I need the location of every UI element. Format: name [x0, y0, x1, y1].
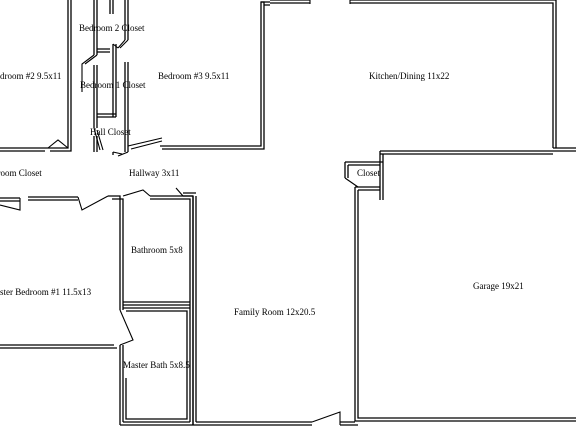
label-bathroom: Bathroom 5x8 [131, 245, 183, 255]
wall [183, 192, 196, 197]
door-swing [0, 198, 21, 211]
wall [0, 197, 20, 202]
wall [192, 196, 197, 425]
wall [28, 196, 78, 201]
wall [354, 187, 576, 422]
door-swing [127, 137, 163, 150]
wall [123, 307, 190, 420]
wall [124, 0, 129, 40]
wall [344, 162, 349, 178]
wall [0, 344, 117, 349]
wall [93, 0, 98, 55]
label-bedroom1-closet: Bedroom 1 Closet [80, 80, 146, 90]
label-master-bath: Master Bath 5x8.5 [123, 360, 190, 370]
wall [553, 147, 576, 152]
wall [109, 0, 114, 14]
wall [379, 151, 384, 200]
wall [0, 147, 48, 152]
door-swing [112, 151, 129, 157]
door-swing [344, 177, 359, 188]
door-swing [112, 39, 129, 49]
label-hallway: Hallway 3x11 [129, 168, 179, 178]
wall [380, 150, 556, 155]
wall [97, 48, 110, 53]
door-swing [93, 127, 104, 151]
label-family-room: Family Room 12x20.5 [234, 307, 316, 317]
label-bedroom2-closet: Bedroom 2 Closet [79, 23, 145, 33]
wall [119, 345, 124, 425]
label-garage: Garage 19x21 [473, 281, 524, 291]
label-kitchen-dining: Kitchen/Dining 11x22 [369, 71, 449, 81]
label-hall-closet: Hall Closet [90, 127, 131, 137]
label-closet: Closet [357, 168, 381, 178]
wall [120, 421, 193, 426]
door-swing [309, 0, 351, 4]
wall [119, 207, 124, 310]
wall [112, 44, 117, 117]
wall [270, 0, 310, 4]
wall [123, 301, 190, 306]
wall [350, 0, 557, 148]
door-swing [119, 309, 134, 346]
wall [340, 421, 358, 426]
wall [355, 186, 380, 191]
door-swing [311, 411, 341, 425]
wall [108, 195, 124, 210]
label-bedroom2: Bedroom #2 9.5x11 [0, 71, 61, 81]
door-swing [81, 54, 98, 92]
wall [345, 161, 383, 166]
room-labels: Bedroom 2 Closet Bedroom #2 9.5x11 Bedro… [0, 23, 524, 370]
wall [97, 113, 116, 118]
label-bedroom3: Bedroom #3 9.5x11 [158, 71, 229, 81]
wall [93, 65, 98, 128]
door-swing [77, 195, 109, 211]
wall [124, 62, 129, 152]
label-bedroom-closet: Bedroom Closet [0, 168, 42, 178]
door-swing [47, 139, 69, 149]
door-swing [122, 189, 151, 197]
doors [0, 0, 359, 425]
label-master-bedroom: Master Bedroom #1 11.5x13 [0, 287, 92, 297]
wall [261, 1, 270, 6]
wall [193, 421, 312, 426]
wall [50, 0, 72, 152]
door-swing [175, 187, 184, 197]
